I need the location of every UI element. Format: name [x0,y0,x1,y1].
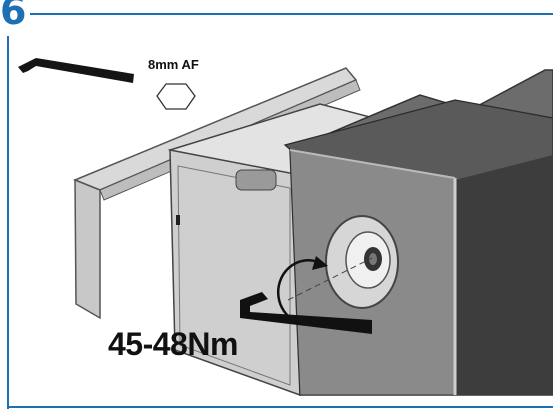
torque-label: 45-48Nm [108,326,238,362]
tool-size-label: 8mm AF [148,57,199,72]
hexagon-icon [156,83,196,110]
bottom-divider [7,406,553,408]
bolt-head [287,215,399,309]
hex-key-icon [18,58,134,83]
left-divider [7,36,9,409]
step-number: 6 [0,0,27,33]
hex-key-in-use [240,292,372,334]
top-divider [30,13,553,15]
